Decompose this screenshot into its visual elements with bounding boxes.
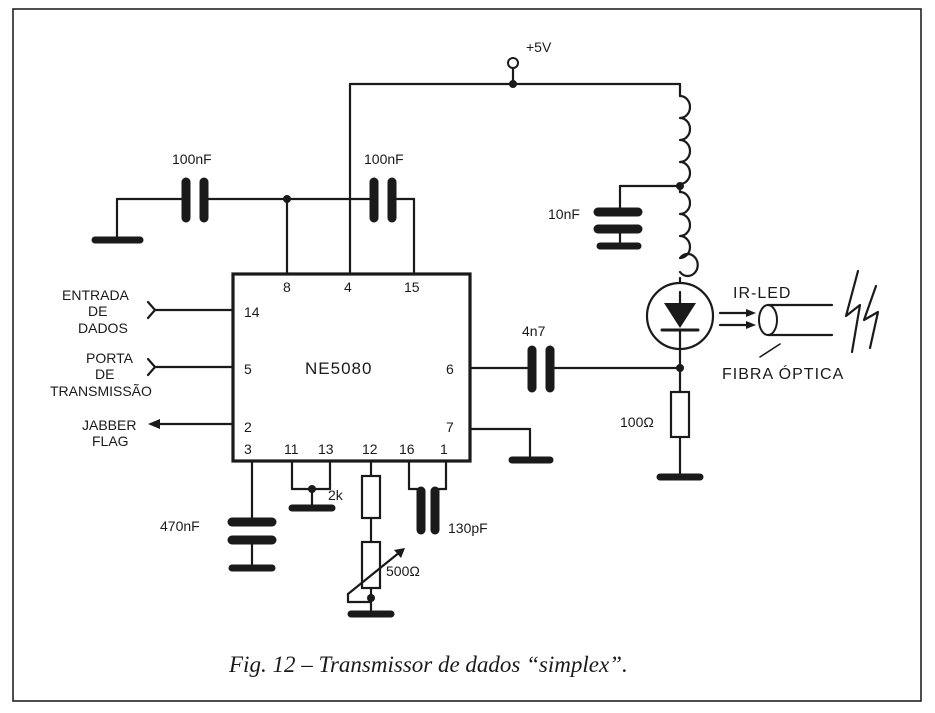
optical-fiber: FIBRA ÓPTICA bbox=[722, 303, 844, 383]
tx-gate-line1: PORTA bbox=[86, 350, 134, 366]
pin-2: 2 bbox=[244, 419, 252, 435]
r-led-label: 100Ω bbox=[620, 414, 654, 430]
pin-11: 11 bbox=[284, 441, 299, 457]
inductor-upper bbox=[678, 94, 692, 186]
pin-3: 3 bbox=[244, 441, 252, 457]
inductor-lower bbox=[678, 190, 699, 278]
r-pin11-label: 2k bbox=[328, 487, 344, 503]
tx-gate-line3: TRANSMISSÃO bbox=[50, 383, 152, 399]
figure-frame bbox=[12, 8, 922, 702]
supply-terminal: +5V bbox=[507, 39, 552, 86]
ic-name: NE5080 bbox=[305, 359, 372, 378]
data-in-line3: DADOS bbox=[78, 320, 128, 336]
pot-label: 500Ω bbox=[386, 563, 420, 579]
pin-13: 13 bbox=[318, 441, 334, 457]
c-left-top-label: 100nF bbox=[172, 151, 212, 167]
emission-arrows bbox=[718, 309, 756, 329]
pin-1: 1 bbox=[440, 441, 448, 457]
c-bypass-label: 10nF bbox=[548, 206, 580, 222]
capacitor-100nf-mid: 100nF bbox=[364, 151, 416, 276]
ic-ne5080: NE5080 8 4 15 14 5 2 6 7 3 11 13 12 16 1 bbox=[231, 272, 472, 463]
supply-label: +5V bbox=[526, 39, 552, 55]
pin-16: 16 bbox=[399, 441, 415, 457]
pin-6: 6 bbox=[446, 361, 454, 377]
c-pin3-label: 470nF bbox=[160, 518, 200, 534]
c-timing-label: 130pF bbox=[448, 520, 488, 536]
pin-7: 7 bbox=[446, 419, 454, 435]
capacitor-470nf: 470nF bbox=[160, 459, 277, 572]
data-input-terminal: ENTRADA DE DADOS bbox=[62, 287, 235, 336]
potentiometer-500ohm: 500Ω bbox=[346, 540, 420, 618]
tx-gate-terminal: PORTA DE TRANSMISSÃO bbox=[50, 350, 235, 399]
resistor-pin12 bbox=[360, 459, 382, 544]
capacitor-4n7: 4n7 bbox=[468, 323, 684, 393]
data-in-line2: DE bbox=[88, 303, 107, 319]
capacitor-10nf: 10nF bbox=[548, 184, 682, 250]
pin-4: 4 bbox=[344, 279, 352, 295]
jabber-line1: JABBER bbox=[82, 417, 136, 433]
jabber-flag-output: JABBER FLAG bbox=[82, 417, 235, 449]
resistor-100ohm: 100Ω bbox=[620, 366, 704, 481]
data-in-line1: ENTRADA bbox=[62, 287, 130, 303]
figure-caption: Fig. 12 – Transmissor de dados “simplex”… bbox=[228, 652, 628, 677]
pin-14: 14 bbox=[244, 304, 260, 320]
pin7-ground bbox=[468, 427, 554, 464]
pin-8: 8 bbox=[283, 279, 291, 295]
fiber-label: FIBRA ÓPTICA bbox=[722, 364, 844, 383]
pin-12: 12 bbox=[362, 441, 378, 457]
c-mid-top-label: 100nF bbox=[364, 151, 404, 167]
capacitor-130pf: 130pF bbox=[407, 459, 488, 536]
pin-15: 15 bbox=[404, 279, 420, 295]
pin-5: 5 bbox=[244, 361, 252, 377]
c-couple-label: 4n7 bbox=[522, 323, 546, 339]
supply-rail bbox=[348, 80, 682, 276]
pin11-13-bridge: 2k bbox=[288, 459, 344, 512]
fiber-break-marks bbox=[844, 269, 880, 354]
ir-led: IR-LED bbox=[645, 276, 791, 372]
jabber-line2: FLAG bbox=[92, 433, 129, 449]
capacitor-100nf-left: 100nF bbox=[91, 151, 374, 244]
tx-gate-line2: DE bbox=[95, 366, 114, 382]
ir-led-label: IR-LED bbox=[733, 285, 791, 302]
